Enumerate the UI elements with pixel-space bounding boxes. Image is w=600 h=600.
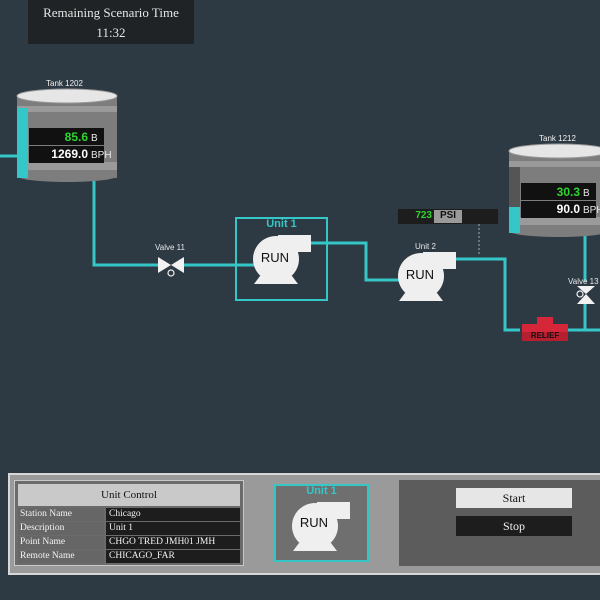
tank-1202-flow-unit: BPH [91,150,112,161]
relief-valve-icon[interactable] [520,316,570,342]
tank-1212-level-unit: B [583,188,590,199]
row-description-key: Description [18,522,104,535]
timer-title: Remaining Scenario Time [43,5,179,20]
unit-1-status: RUN [260,250,290,265]
tank-1212-level: 30.3 [556,185,580,199]
row-remote-name-value: CHICAGO_FAR [106,550,240,563]
row-point-name-value: CHGO TRED JMH01 JMH [106,536,240,549]
pump-icon [292,502,350,551]
relief-label: RELIEF [530,331,560,340]
unit-control-title: Unit Control [18,484,240,506]
pressure-unit-label: PSI [439,210,457,221]
valve-11-label: Valve 11 [155,243,185,252]
timer-value: 11:32 [96,25,126,40]
tank-1202-level-unit: B [91,133,98,144]
tank-1212-label: Tank 1212 [539,134,576,143]
unit-2-label: Unit 2 [415,242,436,251]
pump-icon[interactable] [393,249,459,307]
tank-1202-level: 85.6 [64,130,88,144]
tank-1202-label: Tank 1202 [46,79,83,88]
pump-icon[interactable] [248,232,314,290]
unit-1-label: Unit 1 [266,218,297,230]
valve-13-label: Valve 13 [568,277,599,286]
pressure-unit [434,210,462,223]
tank-1212-flow-unit: BPH [583,205,600,216]
row-description-value: Unit 1 [106,522,240,535]
row-point-name-key: Point Name [18,536,104,549]
row-station-name-key: Station Name [18,508,104,521]
tank-1212[interactable] [508,143,600,239]
valve-icon[interactable] [574,283,598,307]
unit-2-status: RUN [405,267,435,282]
start-button[interactable]: Start [456,488,572,508]
pressure-value: 723 [415,210,432,221]
tank-1212-flow: 90.0 [556,202,580,216]
selected-unit-status: RUN [299,515,329,530]
tank-1202[interactable] [16,88,118,184]
valve-icon[interactable] [156,254,186,278]
selected-unit-label: Unit 1 [306,485,337,497]
scenario-timer: Remaining Scenario Time 11:32 [28,0,194,44]
row-remote-name-key: Remote Name [18,550,104,563]
unit-1-frame[interactable] [235,217,328,301]
tank-1202-flow: 1269.0 [51,147,88,161]
stop-button[interactable]: Stop [456,516,572,536]
row-station-name-value: Chicago [106,508,240,521]
